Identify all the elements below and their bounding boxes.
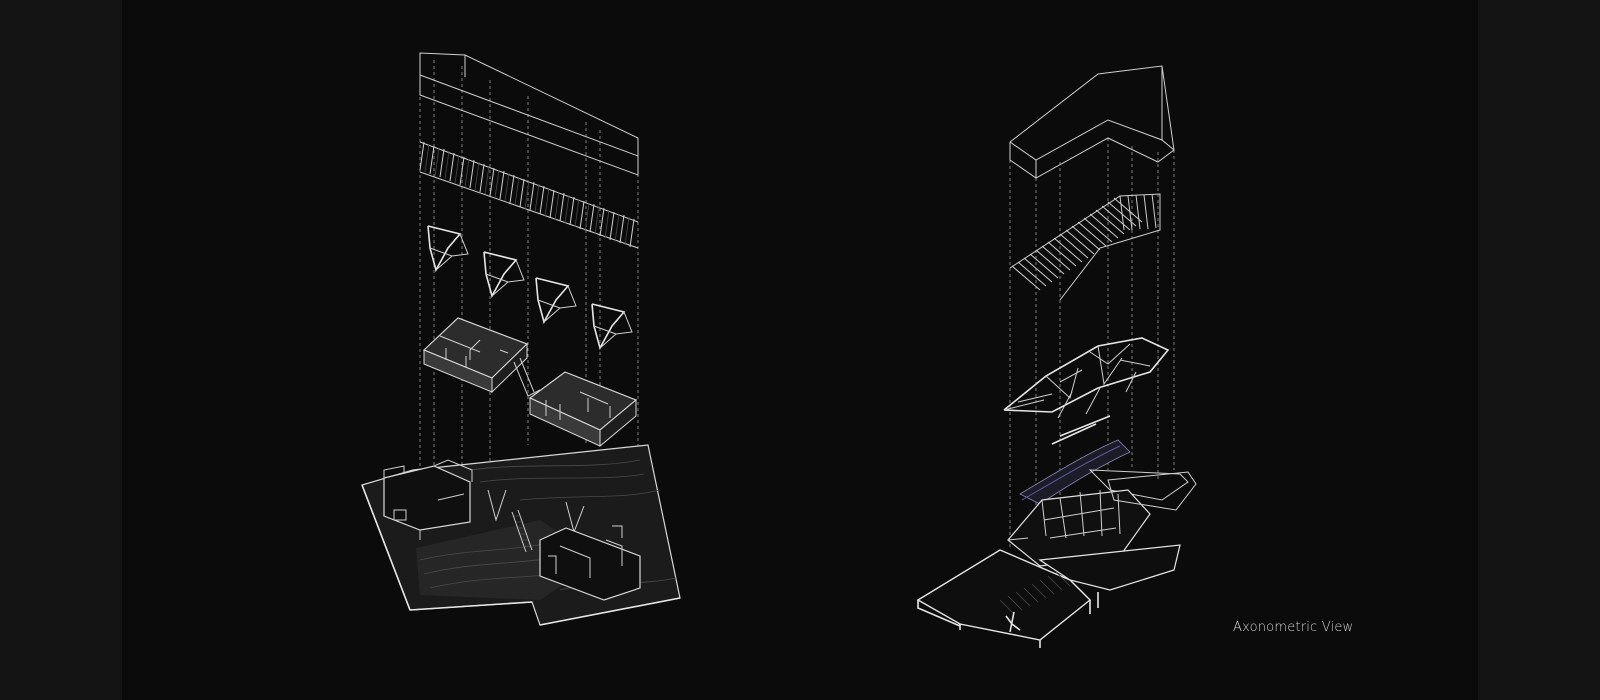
right-site-plate [916,439,1197,648]
left-roof-slab [419,52,639,176]
truss-frame [535,277,577,325]
floor-bridge [513,357,541,397]
left-exploded-axonometric [361,52,681,626]
left-truss-frames [427,225,633,351]
truss-frame [427,225,469,273]
drawing-canvas [122,0,1478,700]
right-roof-rafters [1009,193,1161,301]
truss-frame [483,251,525,299]
right-projection-lines [1009,138,1175,550]
left-projection-lines [419,55,639,480]
drawing-caption: Axonometric View [1233,620,1354,635]
left-floor-modules [422,317,638,448]
left-roof-rafters [419,141,639,249]
truss-frame [591,303,633,351]
left-site-plate [361,444,681,626]
floor-module-upper [422,317,529,394]
right-roof-slab [1009,65,1175,179]
floor-module-lower [528,371,638,448]
right-truss-structure [1003,337,1170,445]
right-exploded-axonometric [916,65,1197,648]
